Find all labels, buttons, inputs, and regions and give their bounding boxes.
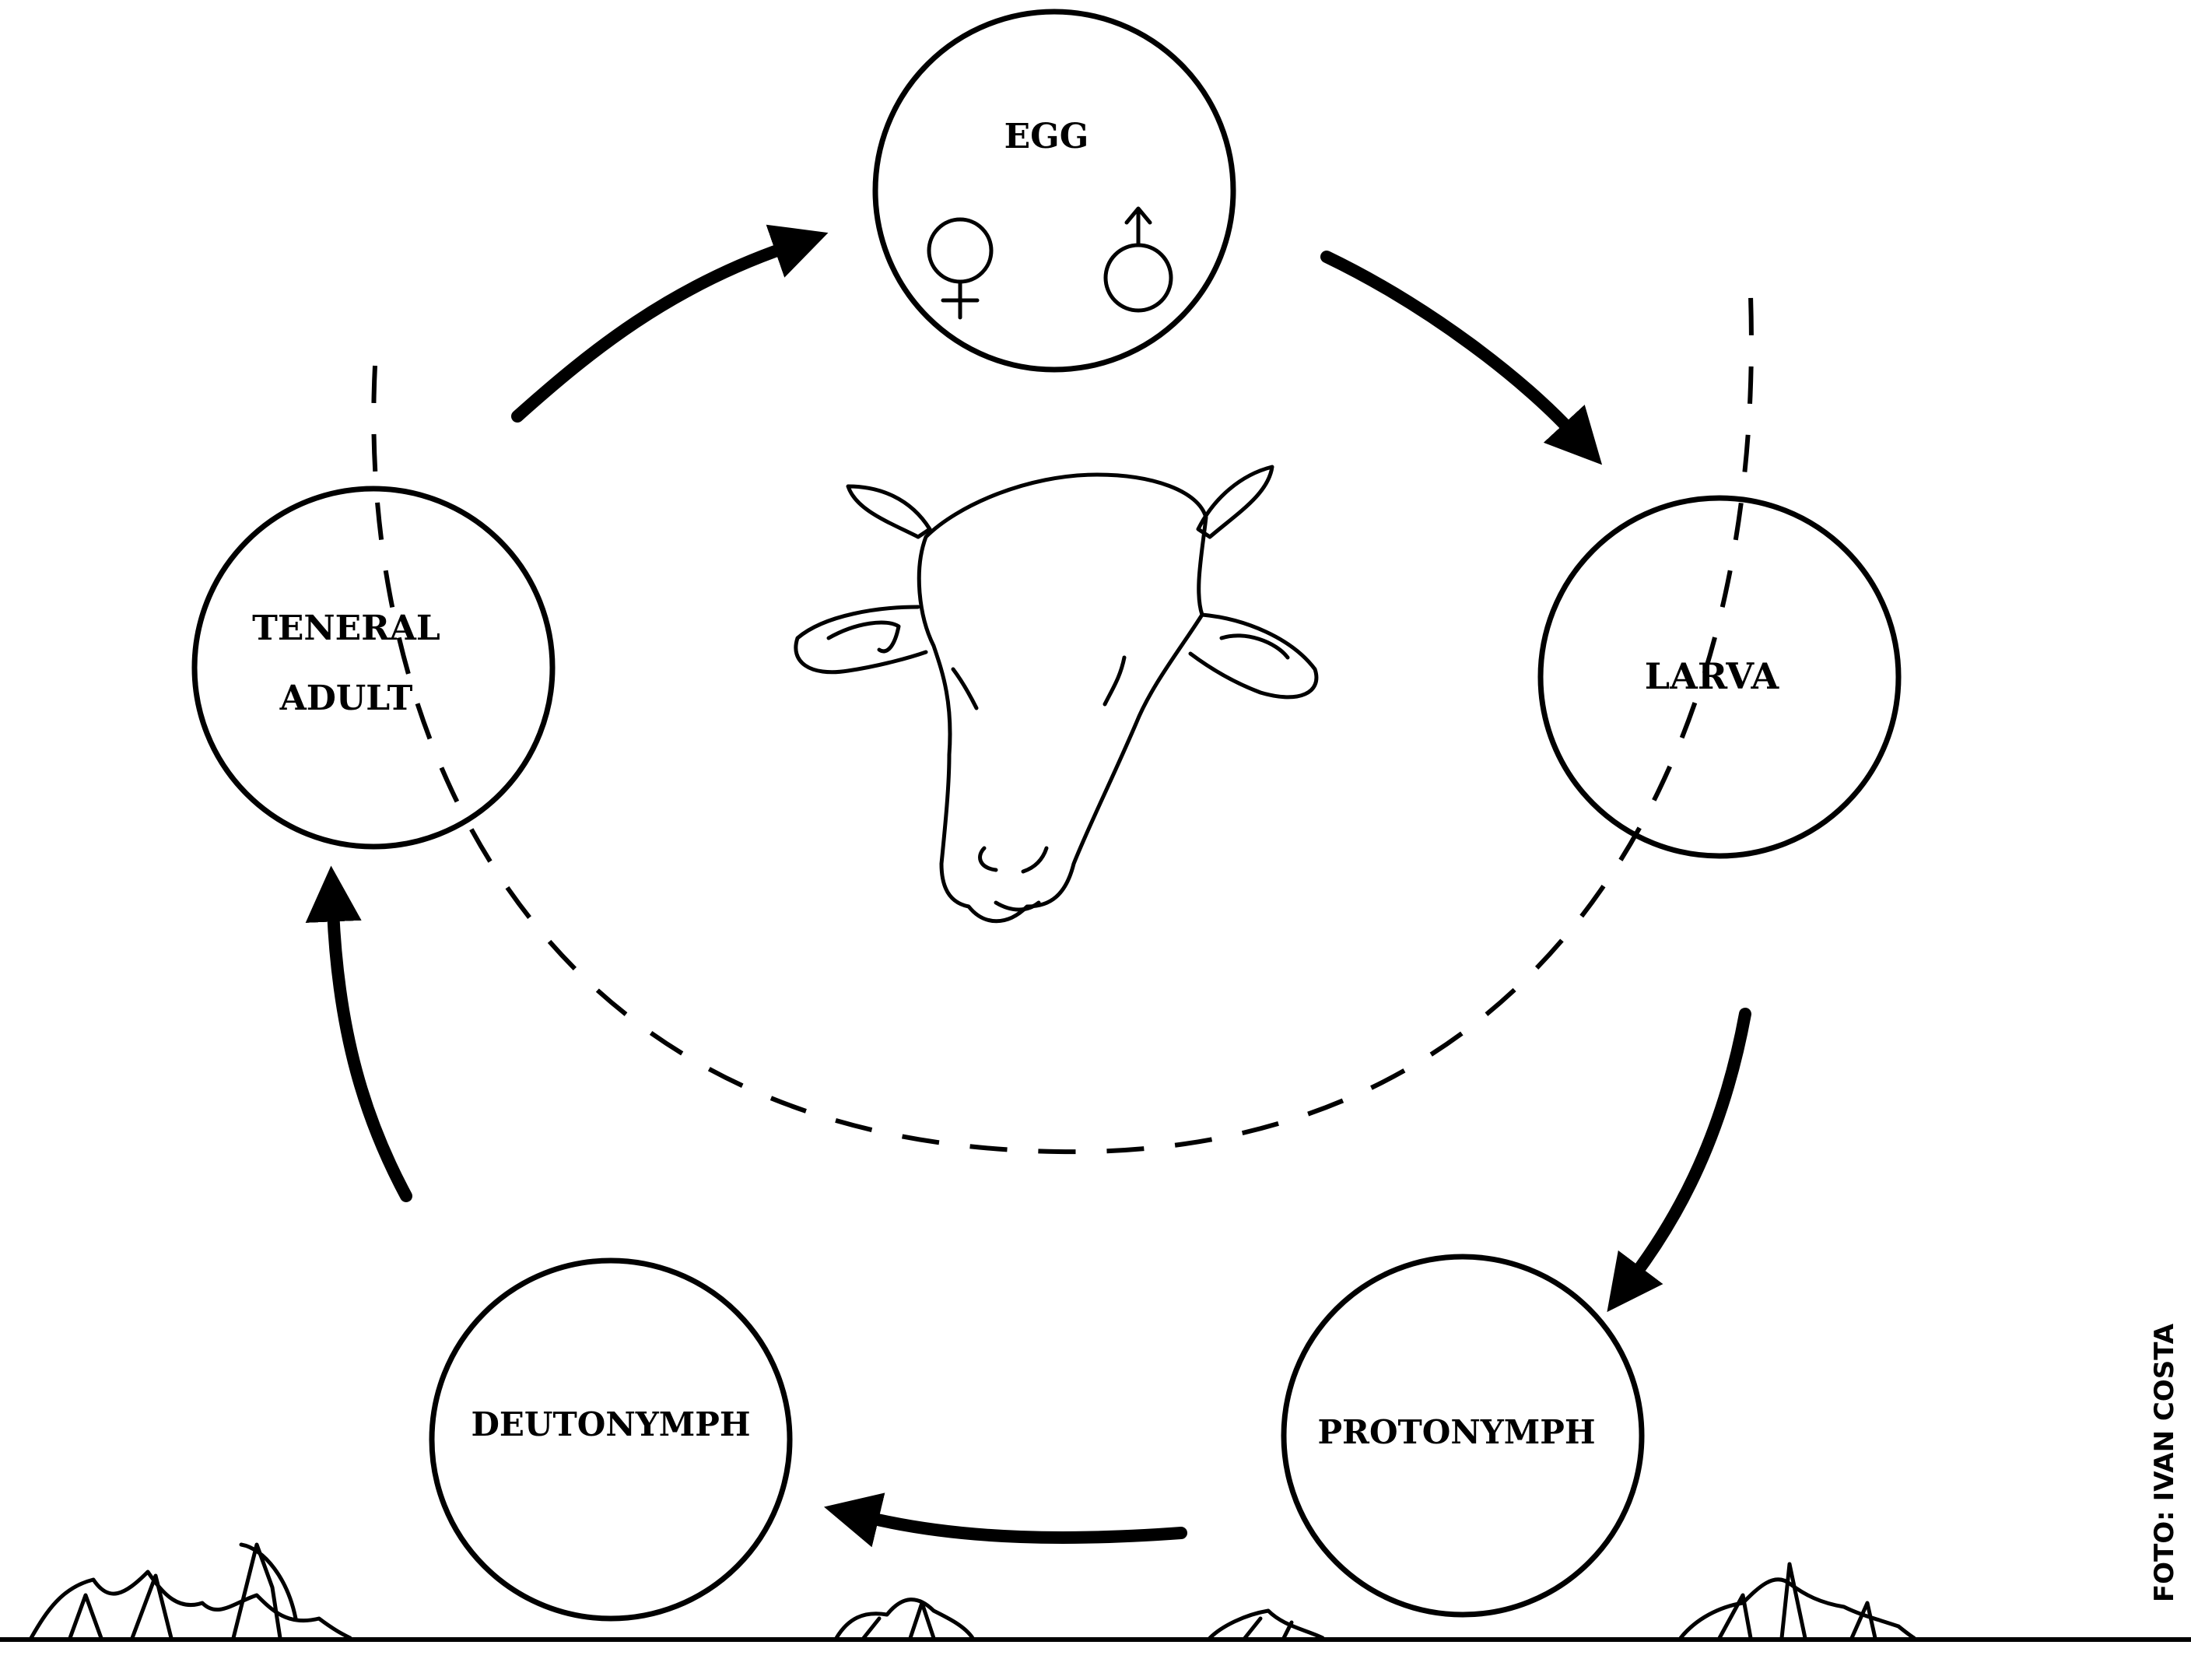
male-symbol-icon bbox=[1103, 206, 1173, 313]
stage-teneral-adult: TENERAL ADULT bbox=[191, 486, 556, 850]
arrow-protonymph-to-deutonymph bbox=[823, 1492, 1187, 1548]
photo-credit: FOTO: IVAN COSTA bbox=[2149, 1323, 2180, 1602]
cow-head-icon bbox=[794, 465, 1319, 924]
stage-teneral-label: TENERAL bbox=[252, 609, 440, 648]
arrow-larva-to-protonymph bbox=[1607, 1008, 1751, 1313]
arrow-adult-to-egg bbox=[511, 224, 829, 423]
stage-protonymph-label: PROTONYMPH bbox=[1317, 1413, 1595, 1451]
stage-egg-label: EGG bbox=[1004, 117, 1089, 156]
stage-larva: LARVA bbox=[1537, 495, 1902, 859]
grass-tuft-center-left bbox=[834, 1598, 975, 1640]
stage-deutonymph: DEUTONYMPH bbox=[429, 1257, 793, 1622]
stage-larva-label: LARVA bbox=[1645, 655, 1780, 697]
host-contact-dashed-arc bbox=[371, 295, 1754, 1155]
grass-tuft-right bbox=[1678, 1562, 1916, 1640]
grass-tuft-center bbox=[1208, 1608, 1325, 1640]
grass-tufts bbox=[0, 1542, 2191, 1642]
stage-deutonymph-label: DEUTONYMPH bbox=[471, 1405, 750, 1443]
stage-egg: EGG bbox=[872, 9, 1236, 373]
stage-protonymph: PROTONYMPH bbox=[1281, 1254, 1645, 1618]
arrow-deutonymph-to-adult bbox=[305, 865, 412, 1202]
arrow-egg-to-larva bbox=[1320, 251, 1603, 465]
stage-adult-label: ADULT bbox=[279, 679, 413, 718]
female-symbol-icon bbox=[927, 217, 994, 320]
grass-tuft-left bbox=[29, 1542, 352, 1640]
